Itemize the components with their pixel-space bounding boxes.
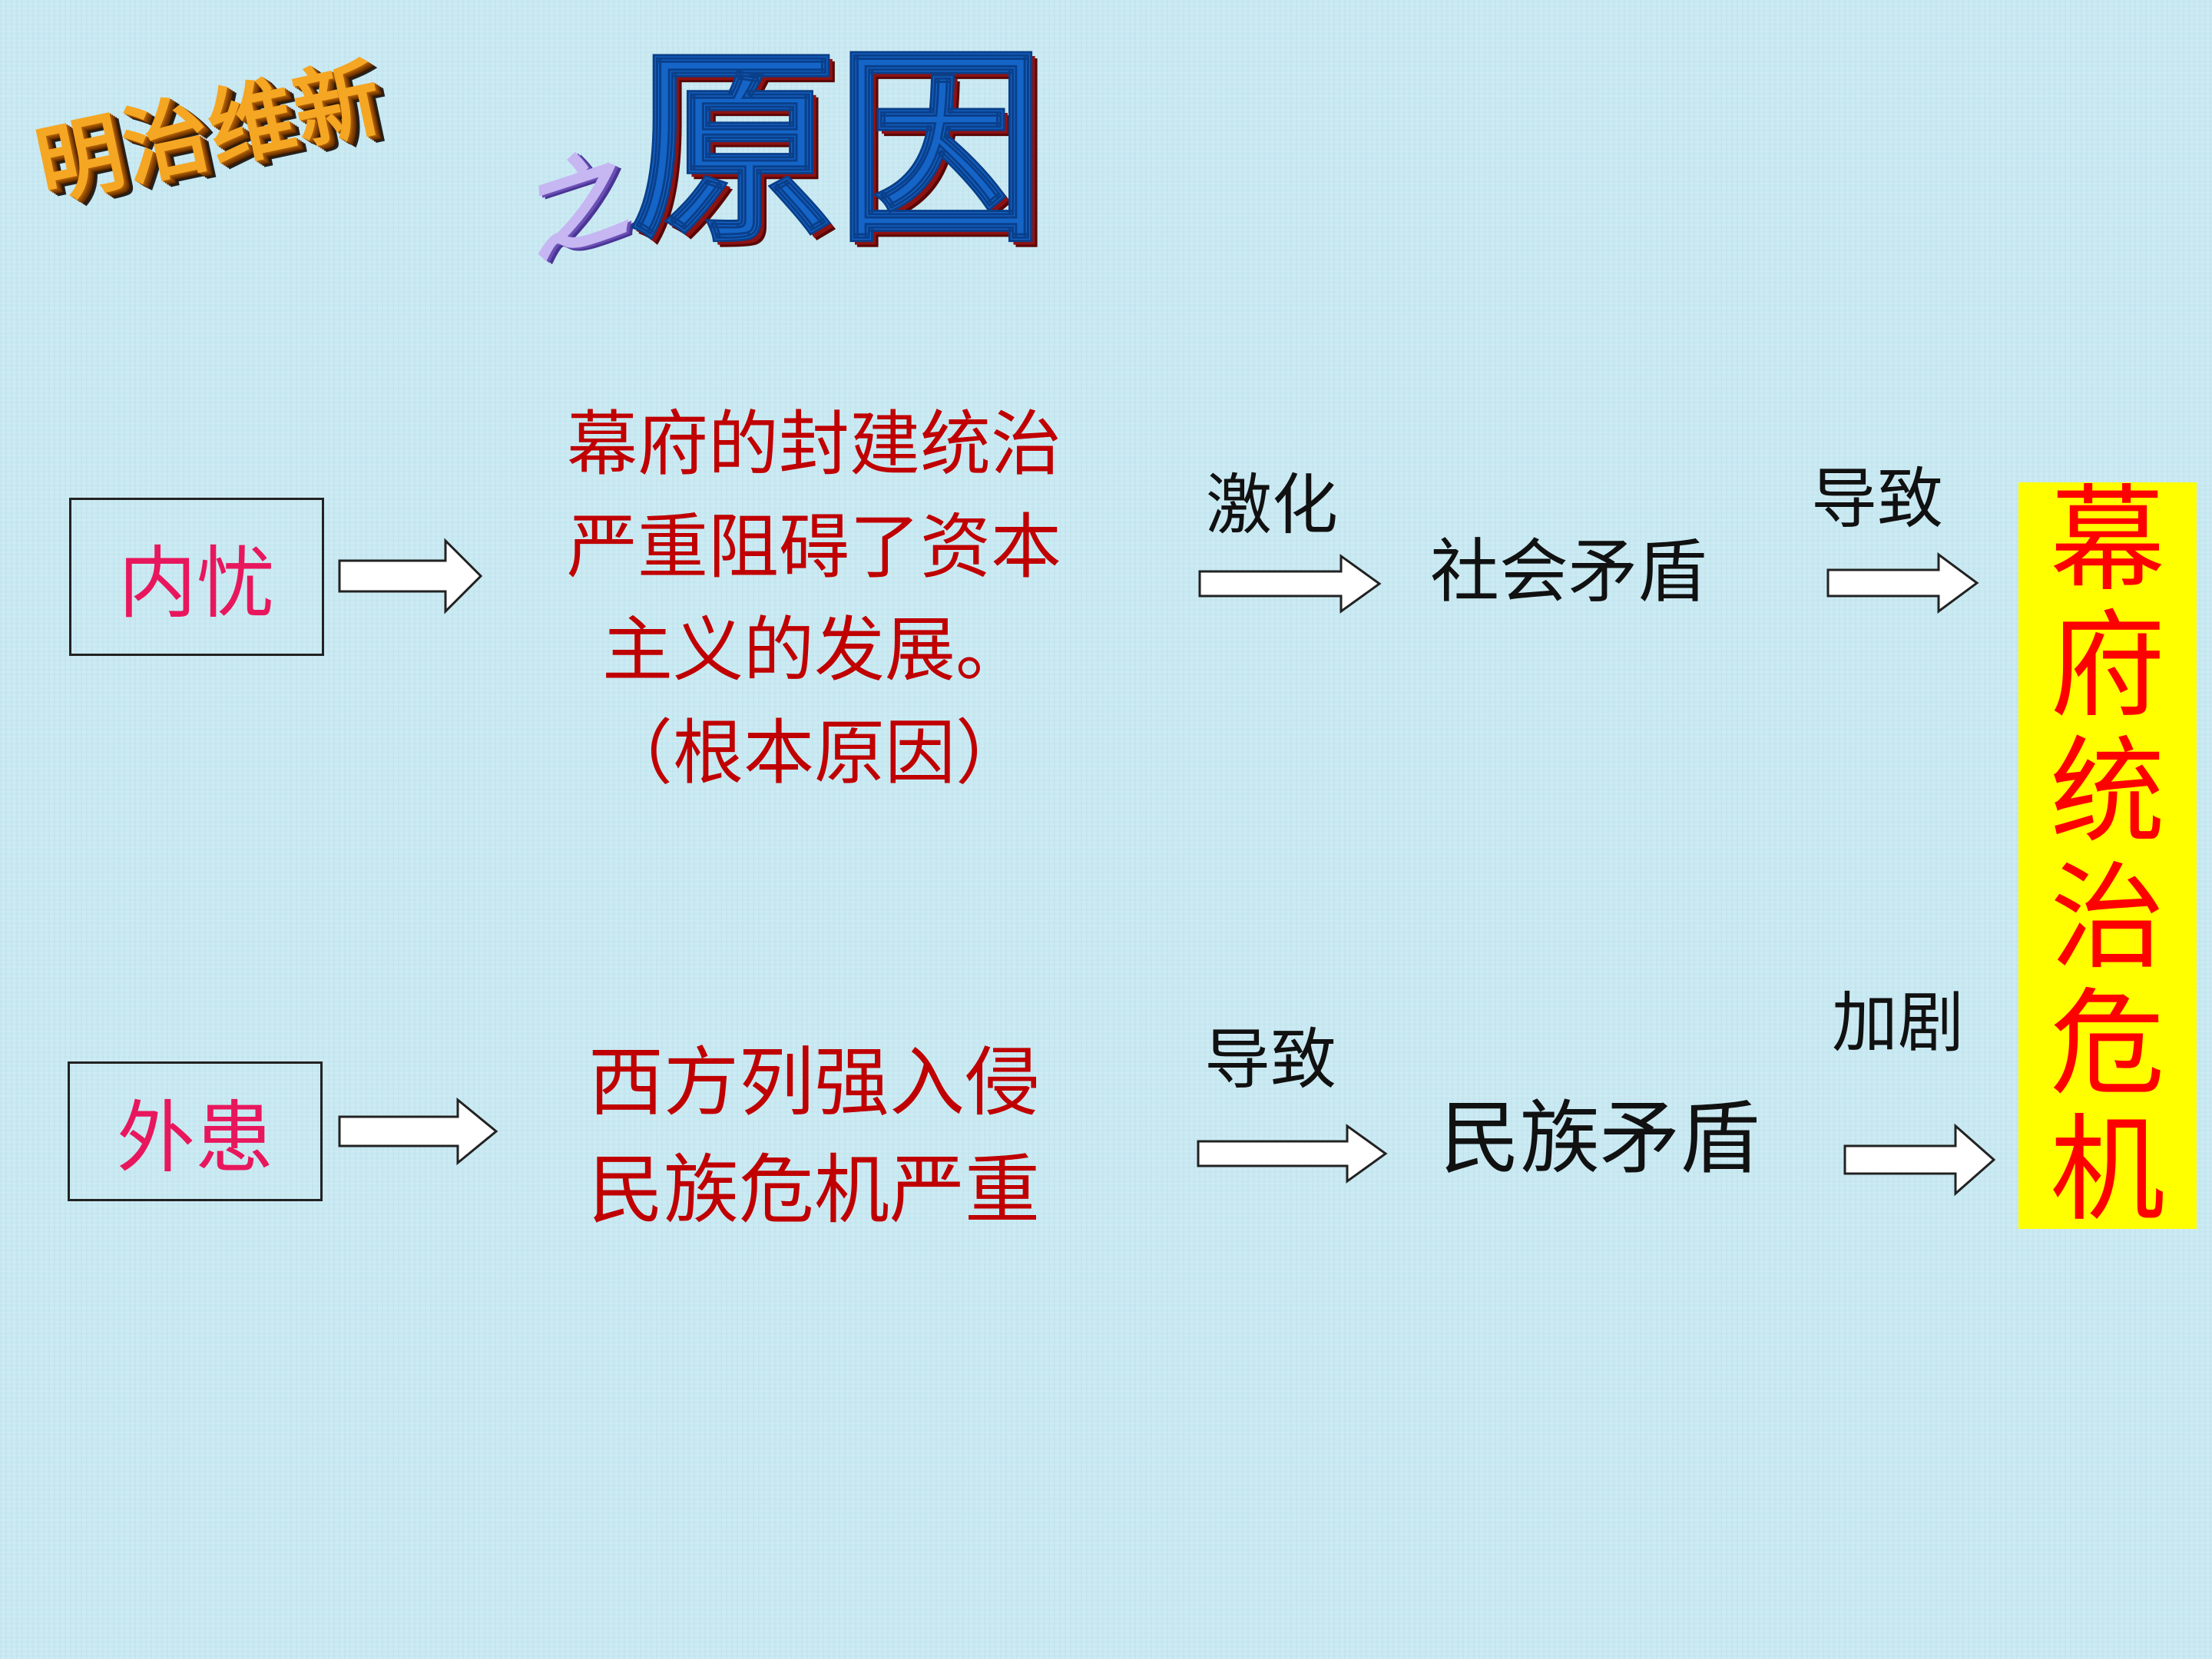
external-arrow-label-1: 导致 [1204,1022,1336,1098]
internal-category-label: 内忧 [118,538,275,630]
external-arrow-label-2: 加剧 [1832,985,1964,1061]
title-main: 明治维新 [28,47,392,218]
internal-arrow-label-2: 导致 [1811,461,1943,538]
external-result: 民族矛盾 [1440,1091,1760,1185]
arrow-right-icon [338,1097,498,1166]
internal-description-line: 主义的发展。 [601,609,1026,691]
internal-description-note: （根本原因） [601,712,1026,794]
arrow-external-1 [338,1097,499,1166]
internal-description: 幕府的封建统治 严重阻碍了资本 主义的发展。 （根本原因） [492,393,1137,805]
external-description-line: 民族危机严重 [588,1147,1040,1234]
external-description: 西方列强入侵 民族危机严重 [492,1029,1137,1244]
arrow-right-icon [1843,1123,1996,1197]
arrow-external-2 [1197,1123,1389,1184]
arrow-internal-2 [1198,553,1382,614]
external-category-box: 外患 [68,1061,323,1201]
arrow-right-icon [1826,552,1979,614]
internal-result: 社会矛盾 [1430,531,1707,612]
arrow-internal-1 [338,538,484,614]
outcome-text: 幕府统治危机 [2049,474,2165,1237]
outcome-box: 幕府统治危机 [2018,478,2197,1233]
internal-category-box: 内忧 [69,498,324,656]
arrow-right-icon [1197,1124,1388,1184]
internal-description-line: 严重阻碍了资本 [566,506,1061,588]
arrow-right-icon [1198,554,1382,614]
internal-arrow-label-1: 激化 [1206,467,1338,544]
arrow-external-3 [1843,1123,1997,1197]
arrow-internal-3 [1826,551,1980,614]
internal-description-line: 幕府的封建统治 [566,403,1061,485]
title-subtitle: 原因 [629,28,1046,272]
arrow-right-icon [338,538,483,614]
external-description-line: 西方列强入侵 [588,1039,1040,1127]
external-category-label: 外患 [117,1092,273,1184]
